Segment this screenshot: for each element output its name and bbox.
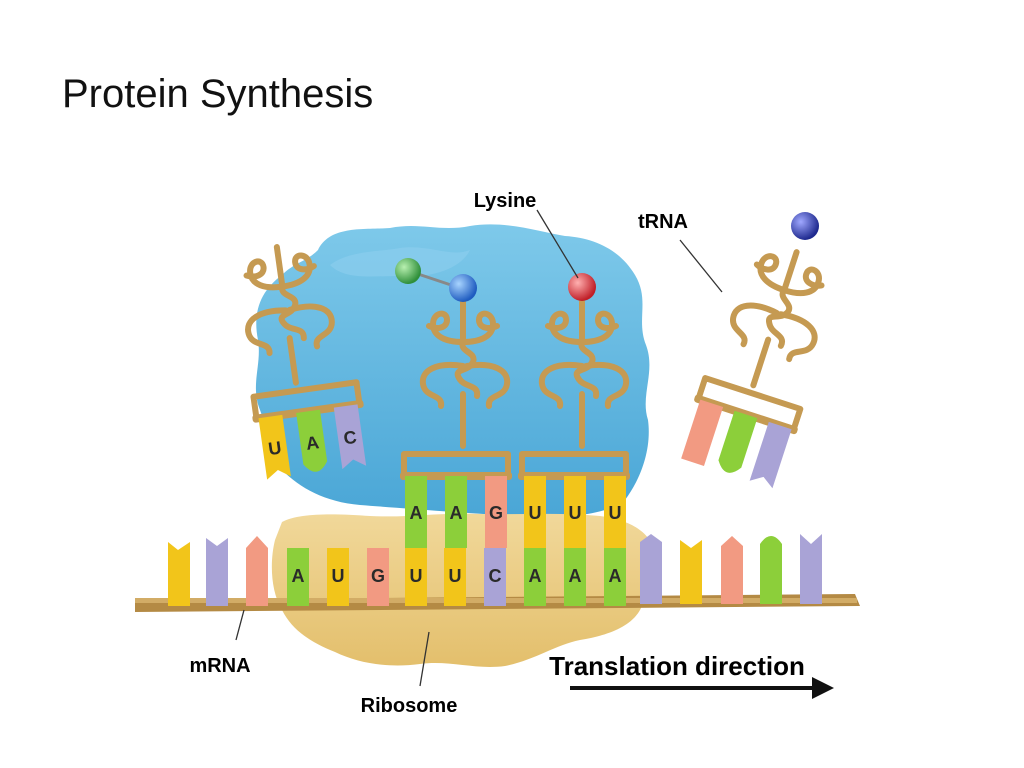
base-block [524, 476, 546, 548]
direction-arrow-head [812, 677, 834, 699]
mrna-pointer-line [235, 609, 245, 641]
base-letter: G [489, 503, 503, 523]
ribosome-label: Ribosome [361, 695, 458, 717]
mrna-codon-base [524, 548, 546, 606]
base-block [604, 476, 626, 548]
mrna-codon-letter: A [569, 566, 582, 586]
mrna-codon-base [405, 548, 427, 606]
amino-acid-green [395, 258, 421, 284]
mrna-base [206, 538, 228, 606]
base-letter: A [450, 503, 463, 523]
mrna-codon-letter: A [292, 566, 305, 586]
mrna-codon-base [444, 548, 466, 606]
lysine-label: Lysine [474, 190, 537, 212]
mrna-codon-letter: C [489, 566, 502, 586]
base-letter: U [267, 437, 283, 459]
base-block [405, 476, 427, 548]
trna-backbone [695, 249, 825, 433]
mrna-codon-letter: A [609, 566, 622, 586]
mrna-codon-base [604, 548, 626, 606]
base-block [296, 409, 328, 472]
base-letter: C [342, 427, 358, 449]
base-block [485, 476, 507, 548]
trna-pointer-line [679, 239, 723, 293]
mrna-codon-base [367, 548, 389, 606]
amino-acid-navy [791, 212, 819, 240]
amino-acid-lysine [568, 273, 596, 301]
mrna-codon-base [564, 548, 586, 606]
trna-right-incoming [681, 249, 825, 489]
mrna-codon-letter: U [449, 566, 462, 586]
ribosome-pointer-line [419, 631, 430, 687]
trna-backbone [519, 299, 630, 479]
mrna-codon-letter: U [410, 566, 423, 586]
base-block [445, 476, 467, 548]
base-block [564, 476, 586, 548]
amino-acid-blue [449, 274, 477, 302]
base-letter: U [609, 503, 622, 523]
base-block [333, 404, 367, 470]
base-block [718, 410, 758, 473]
base-block [749, 421, 792, 489]
base-block [681, 399, 724, 466]
base-letter: A [410, 503, 423, 523]
base-letter: U [529, 503, 542, 523]
mrna-base [680, 540, 702, 604]
mrna-label: mRNA [189, 655, 250, 677]
mrna-codon-base [484, 548, 506, 606]
mrna-base [640, 534, 662, 604]
base-letter: A [305, 432, 321, 454]
trna-backbone [243, 244, 363, 422]
mrna-base [800, 534, 822, 604]
page-title: Protein Synthesis [62, 72, 374, 116]
mrna-base [760, 536, 782, 604]
mrna-base [721, 536, 743, 604]
mrna-codon-letter: G [371, 566, 385, 586]
mrna-codon-letter: U [332, 566, 345, 586]
trna-label: tRNA [638, 211, 688, 233]
translation-direction-label: Translation direction [549, 651, 805, 681]
mrna-base [168, 542, 190, 606]
lysine-pointer-line [536, 209, 579, 279]
mrna-codon-base [327, 548, 349, 606]
trna-backbone [401, 299, 511, 479]
mrna-flank-left [168, 536, 268, 606]
base-block [258, 414, 291, 480]
mrna-codon-letter: A [529, 566, 542, 586]
mrna-base [246, 536, 268, 606]
base-letter: U [569, 503, 582, 523]
mrna-flank-right [640, 534, 822, 604]
mrna-codon-base [287, 548, 309, 606]
